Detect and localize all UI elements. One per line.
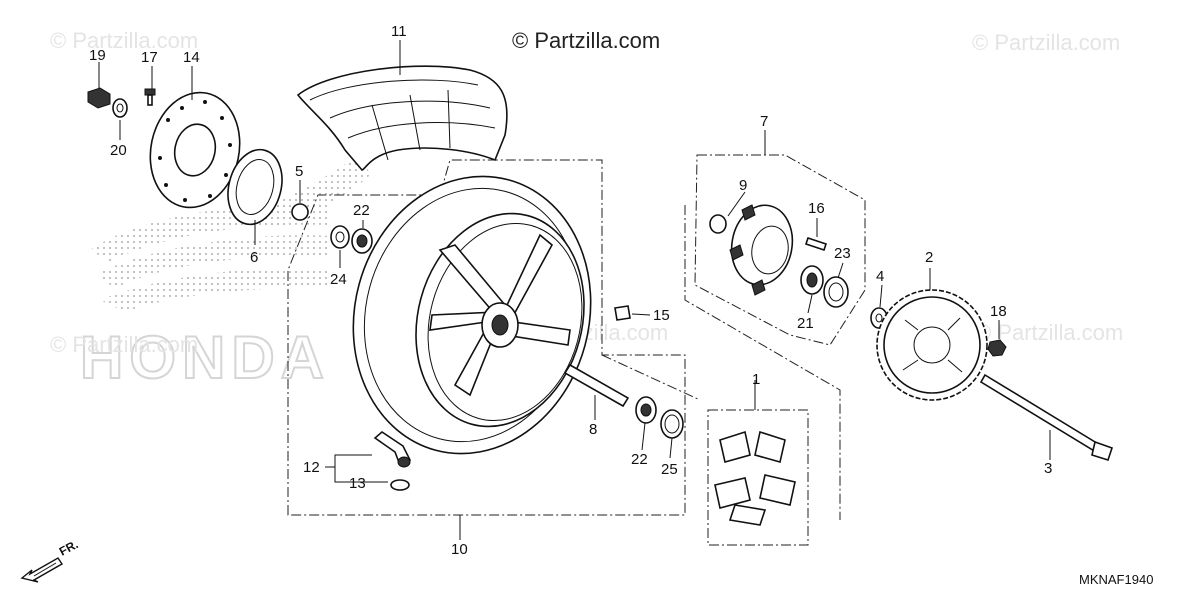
callout-6: 6	[250, 249, 258, 266]
part-wheel-damper	[714, 430, 796, 526]
watermark-main: © Partzilla.com	[512, 28, 660, 53]
callout-22-right: 22	[631, 451, 648, 468]
callout-4: 4	[876, 268, 884, 285]
callout-13: 13	[349, 475, 366, 492]
callout-16: 16	[808, 200, 825, 217]
part-seal-25	[660, 409, 684, 439]
callout-22-left: 22	[353, 202, 370, 219]
part-sprocket	[876, 289, 988, 401]
part-wheel	[352, 175, 592, 455]
callout-20: 20	[110, 142, 127, 159]
part-brake-disc	[149, 91, 241, 209]
callout-17: 17	[141, 49, 158, 66]
callout-8: 8	[589, 421, 597, 438]
part-nut-19	[87, 87, 111, 109]
part-collar-5	[291, 203, 309, 221]
callout-11: 11	[391, 23, 407, 40]
watermark-top-right: © Partzilla.com	[972, 30, 1120, 55]
wheel-assembly-outline	[287, 159, 686, 516]
callouts: 1 2 3 4 5 6 7 8 9 10 11 12 13 14 15 16 1…	[89, 23, 1052, 558]
part-dust-seal	[227, 148, 283, 226]
part-collar-15	[614, 305, 631, 321]
part-collar-8	[563, 363, 630, 408]
damper-outline	[707, 409, 809, 546]
part-bearing-22-left	[351, 228, 373, 254]
part-o-ring-13	[390, 479, 410, 491]
callout-1: 1	[752, 371, 760, 388]
callout-19: 19	[89, 47, 106, 64]
callout-14: 14	[183, 49, 200, 66]
callout-24: 24	[330, 271, 347, 288]
part-seal-23	[823, 276, 849, 308]
callout-25: 25	[661, 461, 678, 478]
callout-9: 9	[739, 177, 747, 194]
part-nut-18	[987, 339, 1007, 357]
honda-logo-text: HONDA	[80, 324, 330, 391]
callout-5: 5	[295, 163, 303, 180]
flange-assembly-outline	[694, 154, 866, 346]
callout-18: 18	[990, 303, 1007, 320]
front-direction-arrow: FR.	[20, 537, 81, 583]
part-bolt-17	[144, 88, 156, 106]
part-stud-16	[804, 236, 828, 252]
diagram-code: MKNAF1940	[1079, 572, 1153, 587]
callout-21: 21	[797, 315, 814, 332]
callout-23: 23	[834, 245, 851, 262]
flange-to-damper-line	[684, 205, 841, 520]
callout-7: 7	[760, 113, 768, 130]
callout-10: 10	[451, 541, 468, 558]
callout-2: 2	[925, 249, 933, 266]
part-valve-12	[373, 430, 412, 468]
callout-15: 15	[653, 307, 670, 324]
part-bearing-22-right	[635, 396, 657, 424]
part-tire	[296, 65, 508, 171]
part-seal-24	[330, 225, 350, 249]
part-bearing-21	[800, 265, 824, 295]
part-washer-20	[112, 98, 128, 118]
callout-3: 3	[1044, 460, 1052, 477]
leader-lines	[98, 40, 1051, 540]
part-collar-9	[709, 214, 727, 234]
honda-wing-logo: HONDA	[79, 150, 370, 392]
part-axle	[979, 373, 1114, 461]
fr-label: FR.	[57, 537, 81, 558]
part-driven-flange	[729, 204, 794, 296]
watermark-top-left: © Partzilla.com	[50, 28, 198, 53]
callout-12: 12	[303, 459, 320, 476]
watermark-mid-left: © Partzilla.com	[50, 332, 198, 357]
